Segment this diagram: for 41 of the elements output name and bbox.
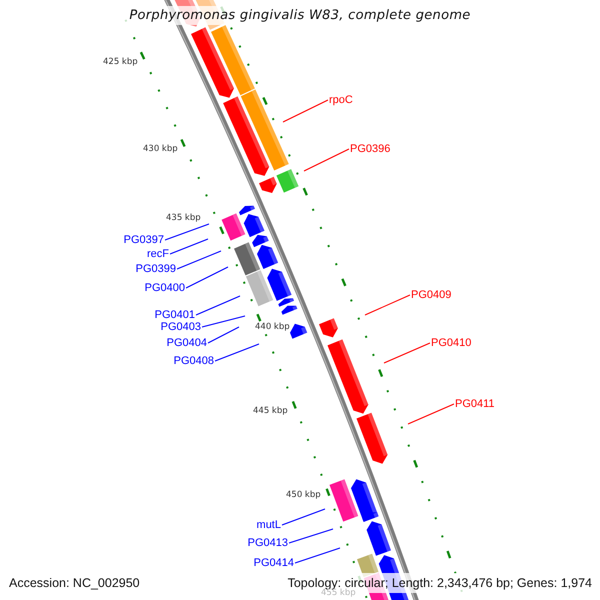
leader-line	[294, 548, 340, 564]
gene-label: PG0409	[411, 289, 452, 301]
leader-line	[186, 266, 228, 288]
gene-label: PG0411	[455, 398, 495, 410]
scale-label: 430 kbp	[143, 144, 178, 154]
leader-line	[202, 316, 246, 328]
scale-label: 455 kbp	[321, 588, 356, 598]
scale-label: 440 kbp	[255, 322, 290, 332]
leader-line	[176, 250, 222, 270]
gene-label: PG0414	[254, 557, 294, 569]
gene-label: rpoC	[329, 94, 353, 106]
gene-label: PG0396	[350, 143, 390, 155]
gene-label: PG0399	[136, 263, 176, 275]
leader-line	[208, 326, 240, 344]
footer-text: Topology: circular; Length: 2,343,476 bp; Genes: 1,974	[288, 576, 592, 590]
scale-label: 445 kbp	[253, 406, 288, 416]
gene-label: PG0404	[166, 337, 207, 349]
leader-line	[196, 296, 240, 316]
gene-label: PG0413	[248, 537, 288, 549]
leader-line	[304, 148, 350, 172]
footer-text: Accession: NC_002950	[9, 576, 140, 590]
gene-label: PG0400	[144, 282, 185, 294]
gene-label: PG0408	[174, 355, 214, 367]
gene-label: PG0403	[160, 321, 201, 333]
gene-label: PG0397	[124, 234, 164, 246]
leader-line	[214, 344, 260, 362]
scale-label: 450 kbp	[286, 490, 321, 500]
gene-label: mutL	[256, 519, 281, 531]
leader-line	[170, 238, 208, 254]
gene-label: recF	[147, 248, 169, 260]
gene-label: PG0401	[154, 309, 195, 321]
leader-line	[408, 404, 454, 424]
leader-line	[282, 508, 326, 526]
leader-line	[282, 100, 328, 122]
gene-label: PG0410	[431, 337, 472, 349]
leader-line	[384, 342, 430, 364]
leader-line	[288, 528, 334, 544]
scale-label: 435 kbp	[166, 213, 201, 223]
scale-label: 425 kbp	[103, 57, 138, 67]
leader-line	[364, 294, 410, 316]
leader-line	[164, 224, 210, 240]
